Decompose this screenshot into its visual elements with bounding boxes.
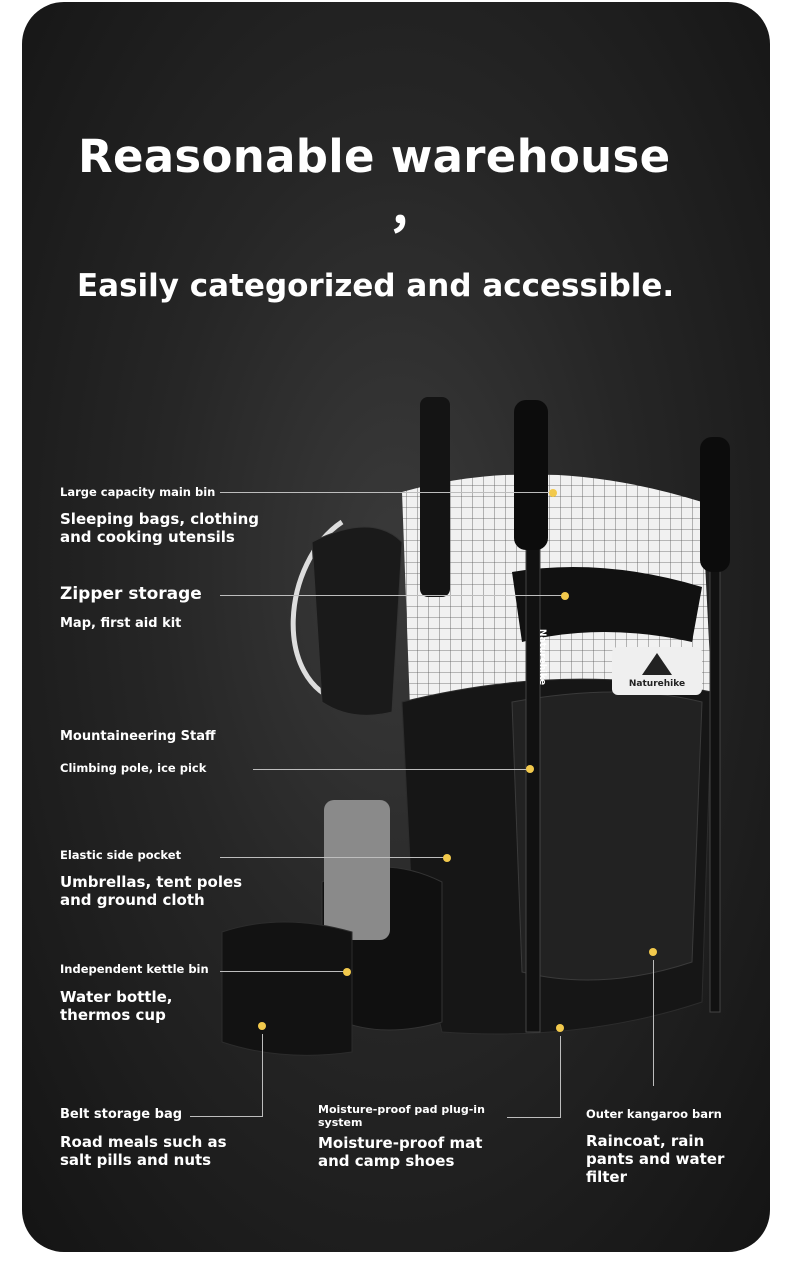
feature-label-staff: Mountaineering Staff xyxy=(60,729,216,744)
feature-label-zipper: Zipper storage xyxy=(60,584,202,604)
callout-line xyxy=(507,1117,561,1118)
feature-detail-main-bin: Sleeping bags, clothing and cooking uten… xyxy=(60,510,259,546)
callout-dot xyxy=(549,489,557,497)
callout-line xyxy=(220,595,565,596)
feature-label-pad-system: Moisture-proof pad plug-in system xyxy=(318,1103,485,1129)
callout-line xyxy=(253,769,530,770)
pole-brand-text: Naturehike xyxy=(537,628,547,686)
callout-line xyxy=(653,960,654,1086)
feature-detail-kettle-bin: Water bottle, thermos cup xyxy=(60,988,173,1024)
callout-dot xyxy=(561,592,569,600)
page-subtitle: Easily categorized and accessible. xyxy=(77,268,675,304)
callout-line xyxy=(262,1034,263,1116)
callout-line xyxy=(220,857,447,858)
callout-dot xyxy=(343,968,351,976)
callout-line xyxy=(220,492,553,493)
feature-label-kettle-bin: Independent kettle bin xyxy=(60,962,209,976)
feature-label-belt-bag: Belt storage bag xyxy=(60,1107,183,1122)
feature-detail-side-pocket: Umbrellas, tent poles and ground cloth xyxy=(60,873,243,909)
page-title: Reasonable warehouse xyxy=(78,130,671,183)
feature-detail-staff: Climbing pole, ice pick xyxy=(60,761,207,775)
callout-line xyxy=(560,1036,561,1117)
callout-line xyxy=(190,1116,263,1117)
feature-detail-kangaroo: Raincoat, rain pants and water filter xyxy=(586,1132,725,1186)
callout-dot xyxy=(526,765,534,773)
feature-detail-pad-system: Moisture-proof mat and camp shoes xyxy=(318,1134,483,1170)
brand-logo-patch: Naturehike xyxy=(612,647,702,695)
feature-detail-belt-bag: Road meals such as salt pills and nuts xyxy=(60,1133,227,1169)
feature-label-side-pocket: Elastic side pocket xyxy=(60,848,182,862)
callout-dot xyxy=(258,1022,266,1030)
feature-label-kangaroo: Outer kangaroo barn xyxy=(586,1107,722,1121)
feature-detail-zipper: Map, first aid kit xyxy=(60,616,182,631)
product-card: Naturehike Naturehike Reasonable warehou… xyxy=(22,2,770,1252)
callout-line xyxy=(220,971,347,972)
title-punctuation: ， xyxy=(388,181,438,239)
callout-dot xyxy=(443,854,451,862)
callout-dot xyxy=(556,1024,564,1032)
brand-logo-text: Naturehike xyxy=(628,679,686,689)
mountain-logo-icon xyxy=(642,653,672,675)
callout-dot xyxy=(649,948,657,956)
feature-label-main-bin: Large capacity main bin xyxy=(60,485,216,499)
